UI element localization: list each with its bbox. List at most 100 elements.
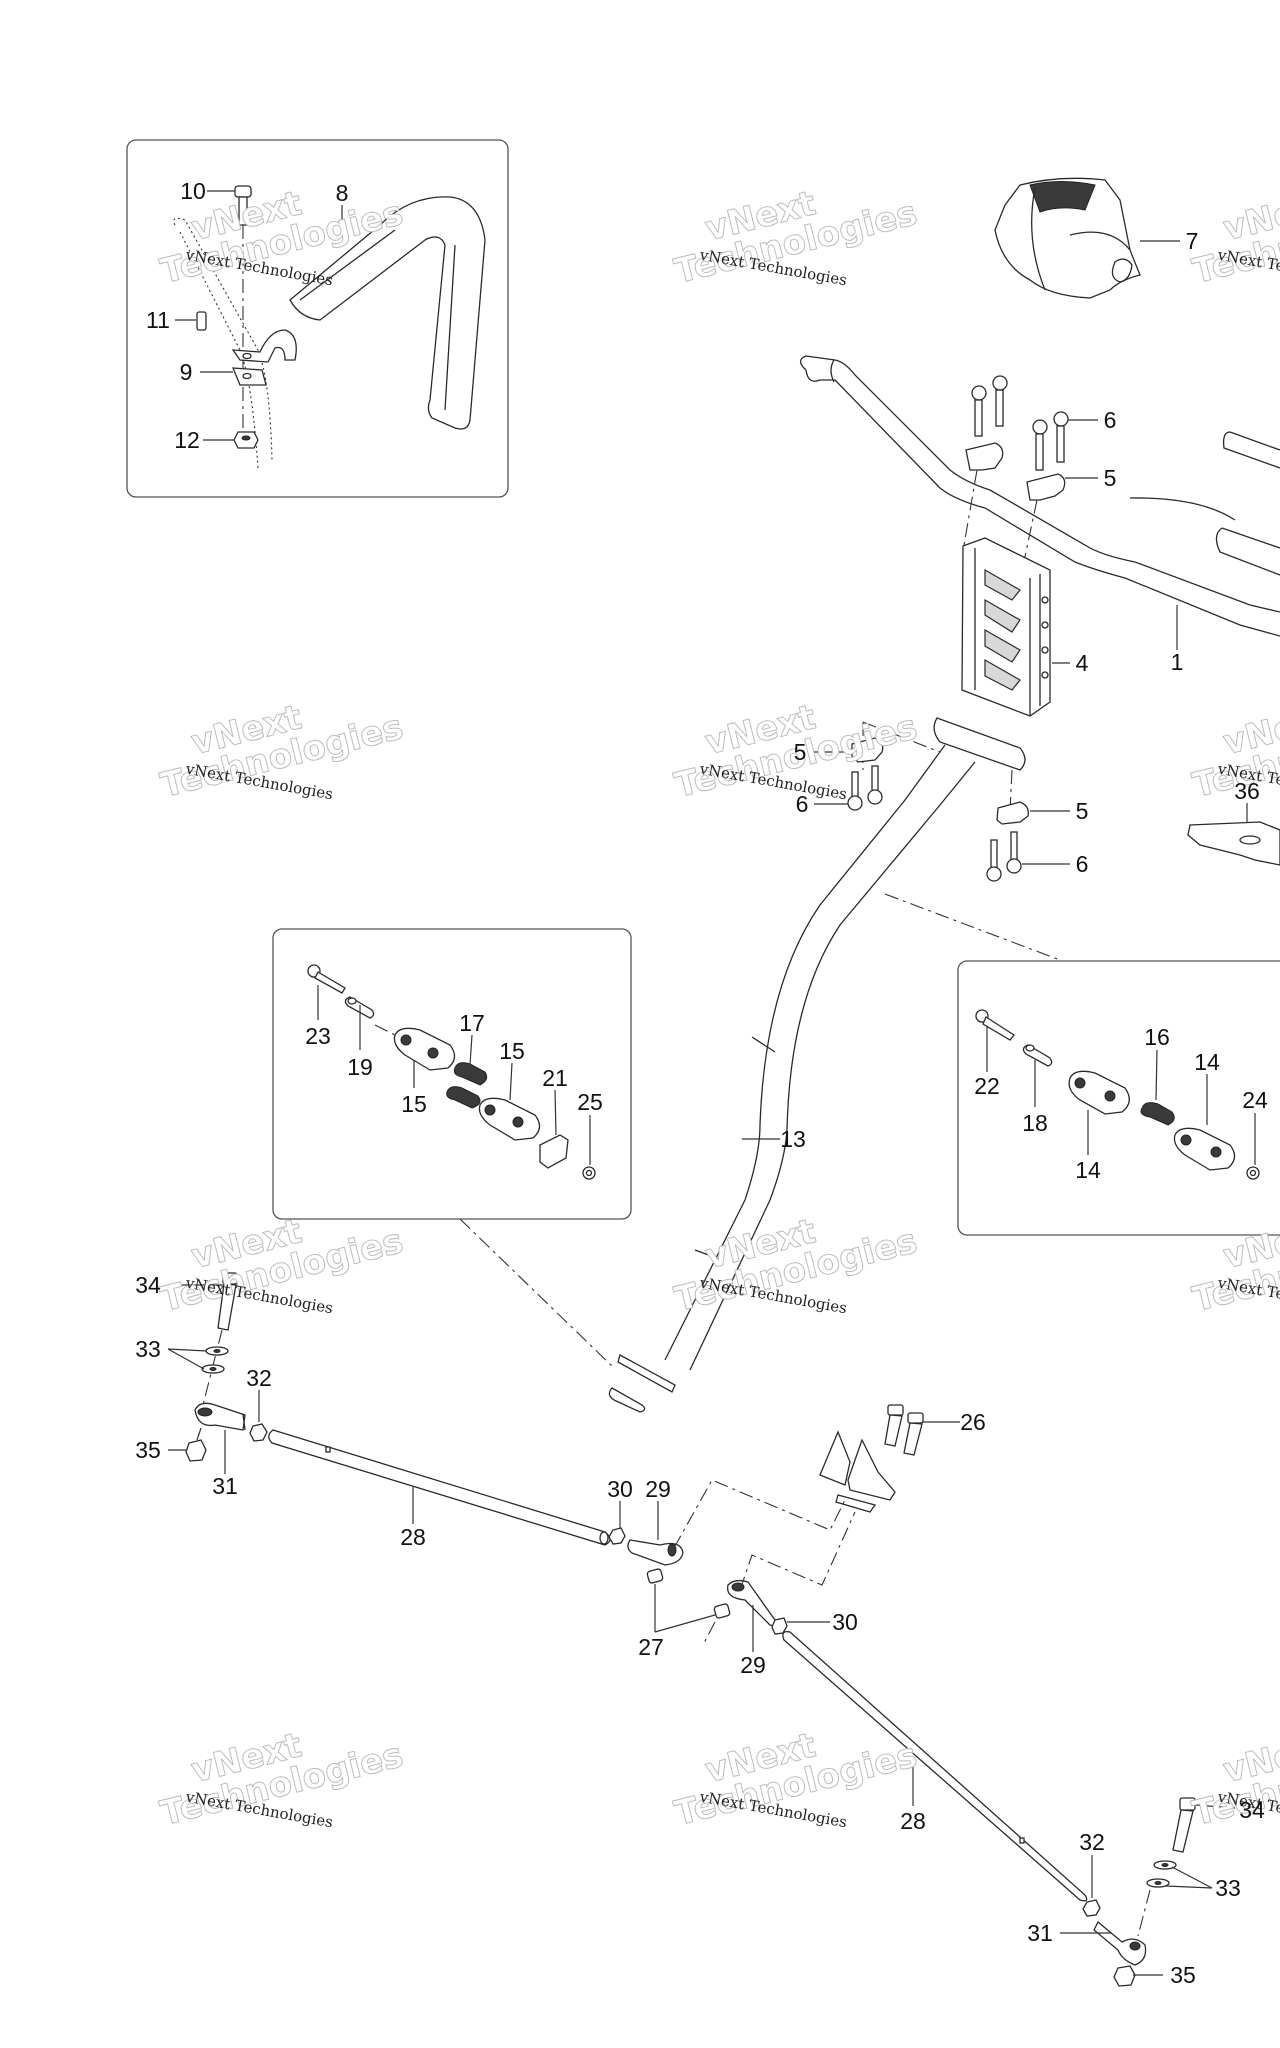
callout-34a[interactable]: 34 (135, 1272, 161, 1298)
callout-9[interactable]: 9 (180, 359, 193, 385)
callout-12[interactable]: 12 (174, 427, 200, 453)
callout-31a[interactable]: 31 (212, 1473, 238, 1499)
callout-30a[interactable]: 30 (607, 1476, 633, 1502)
callout-8[interactable]: 8 (336, 180, 349, 206)
watermark-7: vNext Technologies vNext Technologies (156, 1211, 407, 1321)
watermark-12: vNext Technologies vNext Technologies (1188, 1725, 1280, 1835)
part-31-rod-end-left (194, 1402, 246, 1431)
callout-6b[interactable]: 6 (796, 791, 809, 817)
callout-35b[interactable]: 35 (1170, 1962, 1196, 1988)
callout-19[interactable]: 19 (347, 1054, 373, 1080)
part-33-washers-right (1146, 1860, 1177, 1888)
part-6-bolts-left (847, 765, 883, 811)
watermark-6: vNext Technologies vNext Technologies (1188, 697, 1280, 807)
part-6-bolts-right (986, 831, 1022, 882)
guide-line-bracket-b (739, 1511, 856, 1591)
callout-32b[interactable]: 32 (1079, 1829, 1105, 1855)
part-28-tie-rod-left (268, 1429, 611, 1546)
callout-14b[interactable]: 14 (1194, 1049, 1220, 1075)
part-13-steering-column (608, 717, 1026, 1413)
part-6-bolts-upper (971, 375, 1069, 471)
callout-17[interactable]: 17 (459, 1010, 485, 1036)
guide-line-spacer (702, 1621, 716, 1646)
callout-35a[interactable]: 35 (135, 1437, 161, 1463)
callout-25[interactable]: 25 (577, 1089, 603, 1115)
callout-15a[interactable]: 15 (401, 1091, 427, 1117)
callout-23[interactable]: 23 (305, 1023, 331, 1049)
part-29-rod-end-b (726, 1579, 778, 1627)
part-5-caps-upper (963, 442, 1066, 581)
callout-13[interactable]: 13 (780, 1126, 806, 1152)
callout-15b[interactable]: 15 (499, 1038, 525, 1064)
callout-5b[interactable]: 5 (794, 739, 807, 765)
part-9-strap-clamp (231, 329, 297, 386)
callout-18[interactable]: 18 (1022, 1110, 1048, 1136)
part-32-jam-nut-right (1082, 1899, 1101, 1917)
callout-31b[interactable]: 31 (1027, 1920, 1053, 1946)
callout-22[interactable]: 22 (974, 1073, 1000, 1099)
part-35-nut-left (185, 1427, 207, 1462)
part-4-handlebar-riser (961, 537, 1051, 717)
part-32-jam-nut-left (249, 1423, 268, 1442)
inset-box-upper-bearing (957, 960, 1280, 1236)
watermark-10: vNext Technologies vNext Technologies (156, 1725, 407, 1835)
part-8-pad-foam (289, 196, 486, 430)
part-17-bushings (446, 1062, 488, 1109)
callout-5a[interactable]: 5 (1104, 465, 1117, 491)
watermark-2: vNext Technologies vNext Technologies (670, 183, 921, 293)
part-31-rod-end-right (1093, 1920, 1147, 1966)
part-21-plate (539, 1134, 569, 1169)
callout-29a[interactable]: 29 (645, 1476, 671, 1502)
callout-6c[interactable]: 6 (1076, 851, 1089, 877)
callout-11[interactable]: 11 (146, 307, 170, 333)
callout-14a[interactable]: 14 (1075, 1157, 1101, 1183)
callout-29b[interactable]: 29 (740, 1652, 766, 1678)
part-34-bolt-left (202, 1272, 238, 1406)
callout-1[interactable]: 1 (1171, 649, 1184, 675)
callout-10[interactable]: 10 (180, 178, 206, 204)
part-26-bracket-bolts (819, 1404, 924, 1513)
callout-16[interactable]: 16 (1144, 1024, 1170, 1050)
callout-30b[interactable]: 30 (832, 1609, 858, 1635)
part-23-bolt (307, 964, 346, 994)
part-1-handlebar (799, 355, 1280, 637)
callout-33b[interactable]: 33 (1215, 1875, 1241, 1901)
part-15-bearing-half-b (478, 1097, 541, 1141)
callout-4[interactable]: 4 (1076, 650, 1089, 676)
part-18-sleeve (1022, 1044, 1053, 1067)
callout-28a[interactable]: 28 (400, 1524, 426, 1550)
part-14-bearing-half-b (1173, 1127, 1236, 1171)
callout-26[interactable]: 26 (960, 1409, 986, 1435)
callout-36[interactable]: 36 (1234, 778, 1260, 804)
part-36-steering-arm-plate (1187, 821, 1280, 866)
callout-5c[interactable]: 5 (1076, 798, 1089, 824)
part-11-spacer (196, 311, 207, 331)
guide-line-lower-box (459, 1218, 614, 1368)
part-27-spacers (646, 1568, 731, 1619)
guide-line-upper-box (884, 893, 1061, 961)
watermark-8: vNext Technologies vNext Technologies (670, 1211, 921, 1321)
callout-34b[interactable]: 34 (1239, 1797, 1265, 1823)
part-15-bearing-half-a (393, 1027, 456, 1071)
part-25-nut (582, 1166, 596, 1180)
callout-7[interactable]: 7 (1186, 228, 1199, 254)
callout-28b[interactable]: 28 (900, 1808, 926, 1834)
callouts: 10 8 11 9 12 7 6 5 4 1 5 6 5 6 36 23 19 … (135, 178, 1268, 1988)
callout-27[interactable]: 27 (638, 1634, 664, 1660)
part-5-cap-right (996, 801, 1029, 825)
callout-33a[interactable]: 33 (135, 1336, 161, 1362)
part-5-cap-left (851, 737, 884, 763)
inset-box-lower-bearing (272, 928, 632, 1220)
part-14-bearing-half-a (1068, 1070, 1130, 1115)
part-22-bolt (975, 1009, 1015, 1041)
callout-32a[interactable]: 32 (246, 1365, 272, 1391)
part-35-nut-right (1113, 1965, 1136, 1987)
part-34-bolt-right (1137, 1797, 1196, 1937)
callout-6a[interactable]: 6 (1104, 407, 1117, 433)
watermark-9: vNext Technologies vNext Technologies (1188, 1211, 1280, 1321)
callout-24[interactable]: 24 (1242, 1087, 1268, 1113)
watermark-4: vNext Technologies vNext Technologies (156, 697, 407, 807)
callout-21[interactable]: 21 (542, 1065, 568, 1091)
part-30-jam-nut-center (608, 1527, 626, 1545)
